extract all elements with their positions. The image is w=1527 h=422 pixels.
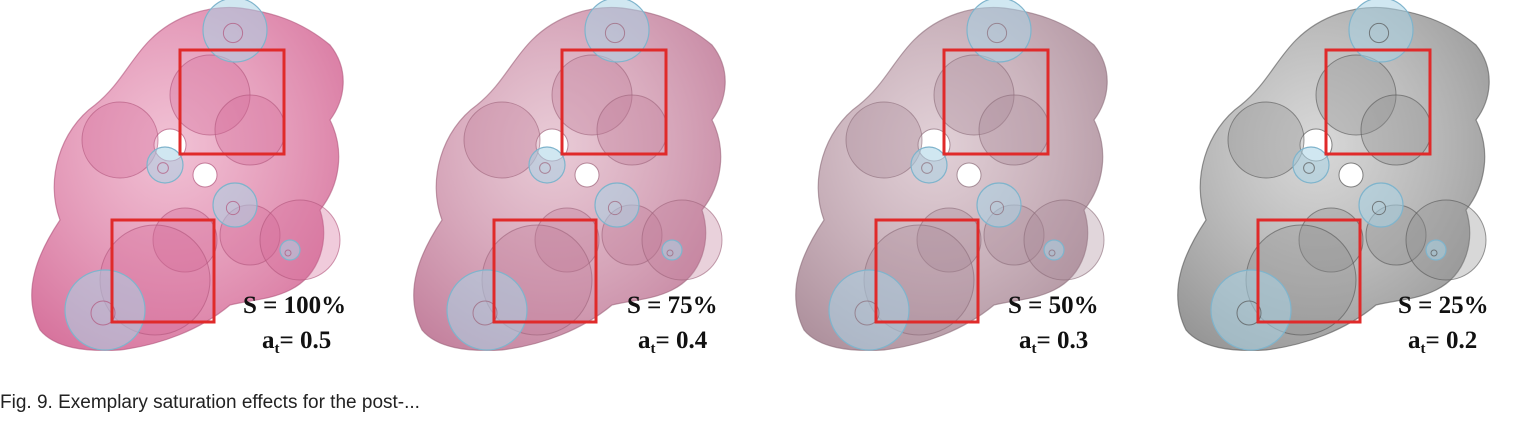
highlight-box [110,218,216,324]
molecule-rendering [1177,0,1490,352]
surface-lobe [259,199,341,281]
atom-core [1303,162,1315,174]
panel-3: S = 50% at= 0.3 [764,0,1145,365]
atom-sphere [1425,239,1447,261]
alpha-threshold-label: at= 0.5 [262,327,332,357]
saturation-label: S = 50% [1008,292,1099,319]
atom-sphere [661,239,683,261]
molecule-rendering [31,0,344,352]
highlight-box [492,218,598,324]
surface-hole [192,162,218,188]
atom-core [539,162,551,174]
atom-core [666,249,674,257]
molecule-rendering [413,0,726,352]
molecule-rendering [795,0,1108,352]
atom-core [989,200,1005,216]
surface-lobe [1227,101,1305,179]
surface-lobe [81,101,159,179]
atom-core [921,162,933,174]
figure-row: S = 100% at= 0.5 S = 75% at= 0.4 S = 50%… [0,0,1527,365]
atom-core [157,162,169,174]
surface-shape [413,6,726,352]
surface-lobe [534,207,600,273]
surface-lobe [641,199,723,281]
atom-core [1048,249,1056,257]
atom-sphere [828,269,910,351]
highlight-box [874,218,980,324]
atom-core [1236,300,1262,326]
surface-shape [1177,6,1490,352]
surface-shape [31,6,344,352]
atom-core [986,22,1008,44]
atom-sphere [202,0,268,63]
alpha-threshold-label: at= 0.3 [1019,327,1089,357]
saturation-label: S = 75% [627,292,718,319]
surface-lobe [845,101,923,179]
surface-lobe [1023,199,1105,281]
atom-sphere [1358,182,1404,228]
surface-lobe [1298,207,1364,273]
saturation-label: S = 25% [1398,292,1489,319]
atom-core [1430,249,1438,257]
atom-sphere [279,239,301,261]
highlight-box [1324,48,1432,156]
alpha-threshold-label: at= 0.2 [1408,327,1478,357]
panel-1: S = 100% at= 0.5 [0,0,381,365]
surface-lobe [916,207,982,273]
atom-sphere [584,0,650,63]
atom-sphere [976,182,1022,228]
highlight-box [1256,218,1362,324]
atom-core [472,300,498,326]
atom-core [90,300,116,326]
atom-sphere [1292,146,1330,184]
atom-core [1368,22,1390,44]
atom-core [225,200,241,216]
atom-core [1371,200,1387,216]
surface-lobe [1405,199,1487,281]
highlight-box [178,48,286,156]
surface-shape [795,6,1108,352]
atom-sphere [528,146,566,184]
atom-sphere [1210,269,1292,351]
surface-hole [956,162,982,188]
highlight-box [942,48,1050,156]
surface-lobe [463,101,541,179]
saturation-label: S = 100% [243,292,347,319]
atom-core [222,22,244,44]
figure-caption: Fig. 9. Exemplary saturation effects for… [0,392,420,413]
surface-hole [574,162,600,188]
surface-lobe [152,207,218,273]
atom-sphere [212,182,258,228]
highlight-box [560,48,668,156]
panel-2: S = 75% at= 0.4 [382,0,763,365]
atom-sphere [966,0,1032,63]
atom-core [854,300,880,326]
atom-sphere [1348,0,1414,63]
atom-sphere [1043,239,1065,261]
atom-sphere [146,146,184,184]
atom-sphere [910,146,948,184]
atom-core [284,249,292,257]
alpha-threshold-label: at= 0.4 [638,327,708,357]
surface-hole [1338,162,1364,188]
atom-sphere [594,182,640,228]
atom-sphere [446,269,528,351]
panel-4: S = 25% at= 0.2 [1146,0,1527,365]
atom-core [604,22,626,44]
atom-core [607,200,623,216]
atom-sphere [64,269,146,351]
